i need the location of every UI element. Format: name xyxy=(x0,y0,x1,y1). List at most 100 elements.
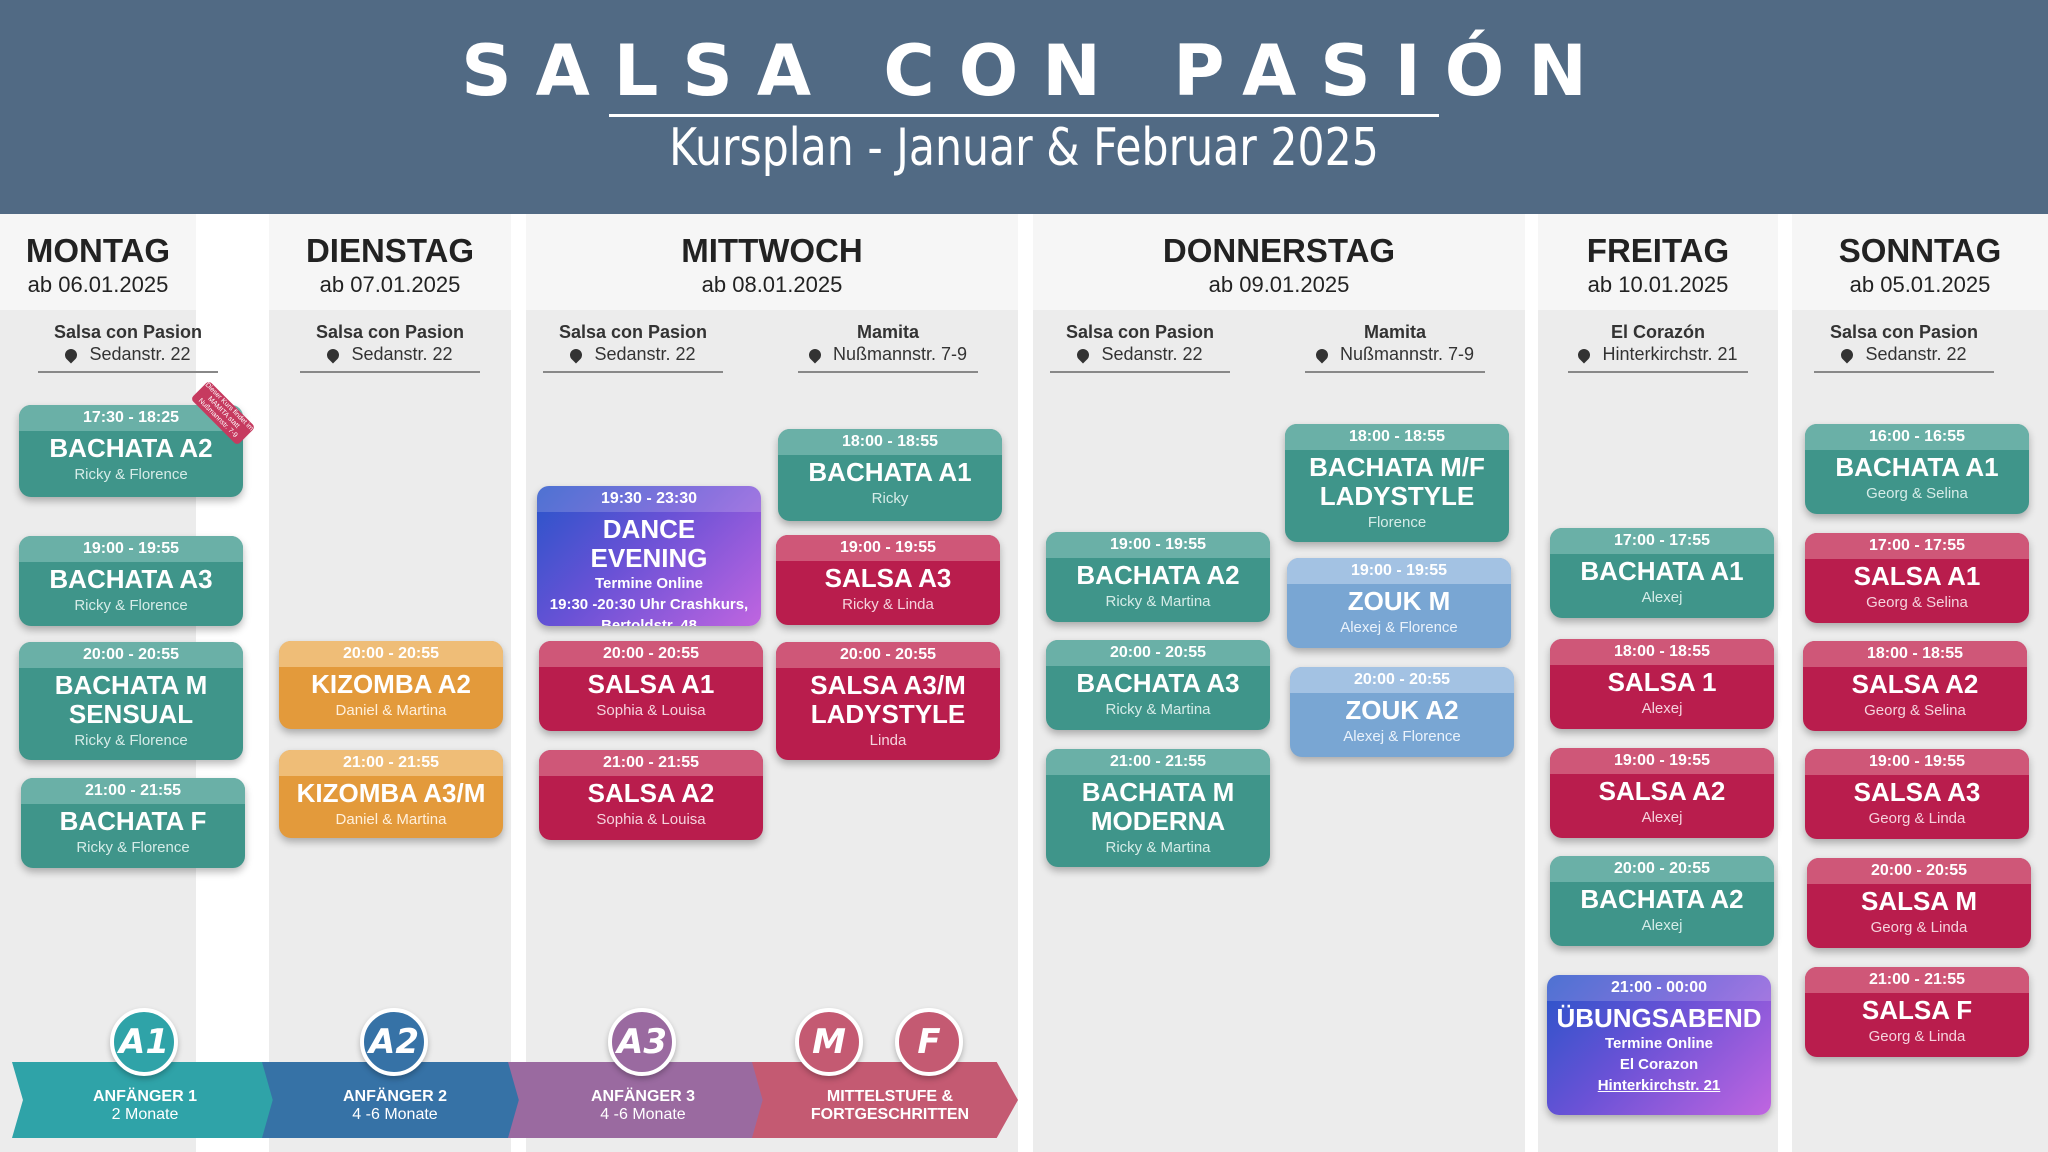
course-time: 20:00 - 20:55 xyxy=(1807,858,2031,884)
course-card[interactable]: 18:00 - 18:55 BACHATA A1 Ricky xyxy=(778,429,1002,521)
course-card[interactable]: 19:00 - 19:55 ZOUK M Alexej & Florence xyxy=(1287,558,1511,648)
course-name: SALSA 1 xyxy=(1607,667,1717,697)
course-card[interactable]: 20:00 - 20:55 BACHATA A3 Ricky & Martina xyxy=(1046,640,1270,730)
course-card[interactable]: 16:00 - 16:55 BACHATA A1 Georg & Selina xyxy=(1805,424,2029,514)
uebungsabend-card[interactable]: 21:00 - 00:00 ÜBUNGSABEND Termine Online… xyxy=(1547,975,1771,1115)
course-card[interactable]: 18:00 - 18:55 SALSA A2 Georg & Selina xyxy=(1803,641,2027,731)
course-card[interactable]: 21:00 - 21:55 SALSA F Georg & Linda xyxy=(1805,967,2029,1057)
map-pin-icon xyxy=(1074,346,1092,364)
course-card[interactable]: 19:00 - 19:55 SALSA A3 Ricky & Linda xyxy=(776,535,1000,625)
course-teachers: Ricky & Martina xyxy=(1105,839,1211,856)
level-duration: 4 -6 Monate xyxy=(600,1106,686,1123)
course-name: KIZOMBA A3/M xyxy=(296,778,486,808)
course-time: 19:00 - 19:55 xyxy=(1046,532,1270,558)
course-card[interactable]: 20:00 - 20:55 SALSA A3/M LADYSTYLE Linda xyxy=(776,642,1000,760)
course-time: 21:00 - 21:55 xyxy=(1805,967,2029,993)
course-card[interactable]: 19:00 - 19:55 SALSA A3 Georg & Linda xyxy=(1805,749,2029,839)
course-name: SALSA A3 xyxy=(824,563,952,593)
course-name: BACHATA A2 xyxy=(49,433,213,463)
location-address: Hinterkirchstr. 21 xyxy=(1602,344,1738,364)
map-pin-icon xyxy=(62,346,80,364)
location-address: Nußmannstr. 7-9 xyxy=(832,344,968,364)
day-date: ab 05.01.2025 xyxy=(1849,272,1991,297)
course-name: BACHATA F xyxy=(59,806,207,836)
day-name: MONTAG xyxy=(25,232,171,269)
location-label: Salsa con Pasion Sedanstr. 22 xyxy=(543,322,723,373)
level-a1-label: ANFÄNGER 1 2 Monate xyxy=(55,1088,235,1124)
course-card[interactable]: 18:00 - 18:55 BACHATA M/F LADYSTYLE Flor… xyxy=(1285,424,1509,542)
location-label: Salsa con Pasion Sedanstr. 22 xyxy=(38,322,218,373)
location-name: Salsa con Pasion xyxy=(558,322,708,342)
event-time: 19:30 - 23:30 xyxy=(537,486,761,512)
event-address-link[interactable]: Hinterkirchstr. 21 xyxy=(1597,1077,1721,1094)
course-card[interactable]: 17:00 - 17:55 SALSA A1 Georg & Selina xyxy=(1805,533,2029,623)
location-name: Mamita xyxy=(1363,322,1426,342)
course-card[interactable]: 19:00 - 19:55 BACHATA A3 Ricky & Florenc… xyxy=(19,536,243,626)
course-card[interactable]: 20:00 - 20:55 BACHATA M SENSUAL Ricky & … xyxy=(19,642,243,760)
course-name: BACHATA M MODERNA xyxy=(1081,777,1235,836)
level-m-badge: M xyxy=(795,1008,863,1076)
course-teachers: Georg & Selina xyxy=(1864,702,1966,719)
course-teachers: Alexej xyxy=(1641,917,1683,934)
course-name: SALSA M xyxy=(1860,886,1978,916)
course-card[interactable]: 20:00 - 20:55 SALSA A1 Sophia & Louisa xyxy=(539,641,763,731)
location-name: Salsa con Pasion xyxy=(1829,322,1979,342)
level-a2-badge: A2 xyxy=(360,1008,428,1076)
location-label: Mamita Nußmannstr. 7-9 xyxy=(798,322,978,373)
course-name: BACHATA A1 xyxy=(1835,452,1999,482)
page-title: SALSA CON PASIÓN xyxy=(461,30,1611,112)
course-card[interactable]: 17:00 - 17:55 BACHATA A1 Alexej xyxy=(1550,528,1774,618)
course-name: BACHATA A1 xyxy=(808,457,972,487)
level-mf-arrow xyxy=(752,1062,1018,1138)
course-card[interactable]: 19:00 - 19:55 BACHATA A2 Ricky & Martina xyxy=(1046,532,1270,622)
course-card[interactable]: 20:00 - 20:55 KIZOMBA A2 Daniel & Martin… xyxy=(279,641,503,729)
course-time: 18:00 - 18:55 xyxy=(1285,424,1509,450)
event-info: Termine Online xyxy=(594,575,704,592)
course-time: 21:00 - 21:55 xyxy=(1046,749,1270,775)
course-card[interactable]: 21:00 - 21:55 BACHATA F Ricky & Florence xyxy=(21,778,245,868)
map-pin-icon xyxy=(806,346,824,364)
course-teachers: Linda xyxy=(869,732,907,749)
location-name: Salsa con Pasion xyxy=(315,322,465,342)
course-teachers: Georg & Linda xyxy=(1868,1028,1966,1045)
course-card[interactable]: 18:00 - 18:55 SALSA 1 Alexej xyxy=(1550,639,1774,729)
course-name: BACHATA M/F LADYSTYLE xyxy=(1309,452,1485,511)
map-pin-icon xyxy=(1313,346,1331,364)
title-underline xyxy=(609,114,1439,117)
page-subtitle: Kursplan - Januar & Februar 2025 xyxy=(669,118,1379,178)
course-card[interactable]: 20:00 - 20:55 ZOUK A2 Alexej & Florence xyxy=(1290,667,1514,757)
course-card[interactable]: 21:00 - 21:55 BACHATA M MODERNA Ricky & … xyxy=(1046,749,1270,867)
course-time: 19:00 - 19:55 xyxy=(1287,558,1511,584)
course-name: ZOUK A2 xyxy=(1345,695,1459,725)
location-address: Sedanstr. 22 xyxy=(351,344,453,364)
course-time: 18:00 - 18:55 xyxy=(1803,641,2027,667)
course-card[interactable]: 20:00 - 20:55 SALSA M Georg & Linda xyxy=(1807,858,2031,948)
level-a2-label: ANFÄNGER 2 4 -6 Monate xyxy=(305,1088,485,1124)
location-address: Nußmannstr. 7-9 xyxy=(1339,344,1475,364)
course-card[interactable]: 19:00 - 19:55 SALSA A2 Alexej xyxy=(1550,748,1774,838)
course-teachers: Sophia & Louisa xyxy=(596,811,706,828)
day-header: MITTWOCH ab 08.01.2025 xyxy=(526,214,1018,310)
course-time: 18:00 - 18:55 xyxy=(778,429,1002,455)
course-card[interactable]: 17:30 - 18:25 BACHATA A2 Ricky & Florenc… xyxy=(19,405,243,497)
course-card[interactable]: 20:00 - 20:55 BACHATA A2 Alexej xyxy=(1550,856,1774,946)
course-time: 18:00 - 18:55 xyxy=(1550,639,1774,665)
course-time: 21:00 - 21:55 xyxy=(21,778,245,804)
day-date: ab 08.01.2025 xyxy=(701,272,843,297)
dance-evening-card[interactable]: 19:30 - 23:30 DANCE EVENING Termine Onli… xyxy=(537,486,761,626)
day-name: FREITAG xyxy=(1586,232,1730,269)
course-card[interactable]: 21:00 - 21:55 KIZOMBA A3/M Daniel & Mart… xyxy=(279,750,503,838)
location-address: Sedanstr. 22 xyxy=(1865,344,1967,364)
course-time: 20:00 - 20:55 xyxy=(776,642,1000,668)
course-teachers: Ricky & Martina xyxy=(1105,593,1211,610)
course-teachers: Ricky & Florence xyxy=(76,839,190,856)
course-name: SALSA F xyxy=(1861,995,1973,1025)
event-address-link[interactable]: Bertoldstr. 48 xyxy=(601,617,697,626)
course-time: 17:00 - 17:55 xyxy=(1550,528,1774,554)
course-time: 20:00 - 20:55 xyxy=(1290,667,1514,693)
day-header: DIENSTAG ab 07.01.2025 xyxy=(269,214,511,310)
course-card[interactable]: 21:00 - 21:55 SALSA A2 Sophia & Louisa xyxy=(539,750,763,840)
location-label: Salsa con Pasion Sedanstr. 22 xyxy=(300,322,480,373)
level-f-badge: F xyxy=(895,1008,963,1076)
course-name: SALSA A3/M LADYSTYLE xyxy=(810,670,966,729)
